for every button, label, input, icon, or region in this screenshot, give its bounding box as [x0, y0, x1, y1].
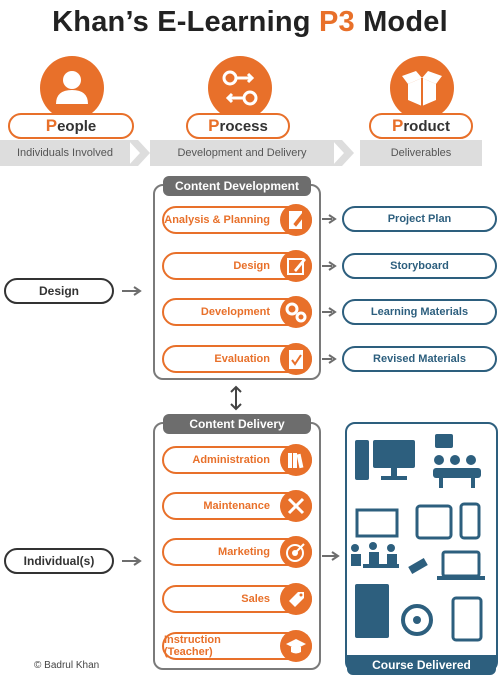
usb-icon: [408, 558, 428, 574]
design-arrow: [122, 286, 142, 296]
tag-icon: [280, 583, 312, 615]
gears-icon: [280, 296, 312, 328]
double-arrow-icon: [230, 385, 242, 411]
band-process: Development and Delivery: [150, 140, 334, 166]
product-circle: [390, 56, 454, 120]
box-icon: [402, 71, 442, 106]
person-icon: [56, 71, 88, 104]
deliverable-learning-materials: Learning Materials: [342, 299, 497, 325]
people-pill: People: [8, 113, 134, 139]
delivery-arrow: [322, 551, 340, 561]
tablet-icon: [415, 504, 453, 540]
process-icon: [222, 70, 258, 106]
page-title: Khan’s E-Learning P3 Model: [0, 6, 500, 39]
target-icon: [280, 536, 312, 568]
tools-icon: [280, 490, 312, 522]
band-individuals: Individuals Involved: [0, 140, 130, 166]
band-arrow-1: [128, 140, 150, 166]
laptop-icon: [437, 550, 485, 580]
process-pill: Process: [186, 113, 290, 139]
books-icon: [280, 444, 312, 476]
deliverable-storyboard: Storyboard: [342, 253, 497, 279]
individuals-arrow: [122, 556, 142, 566]
course-delivered-box: Course Delivered: [345, 422, 498, 675]
title-post: Model: [354, 6, 448, 38]
process-circle: [208, 56, 272, 120]
edit-icon: [280, 250, 312, 282]
document-pencil-icon: [280, 204, 312, 236]
desktop-computer-icon: [355, 440, 415, 480]
title-pre: Khan’s E-Learning: [52, 6, 319, 38]
course-illustrations: [351, 434, 485, 642]
course-delivered-label: Course Delivered: [347, 655, 496, 675]
content-development-header: Content Development: [163, 176, 311, 196]
book-icon: [355, 584, 389, 638]
product-pill: Product: [369, 113, 473, 139]
people-design-pill: Design: [4, 278, 114, 304]
content-delivery-header: Content Delivery: [163, 414, 311, 434]
copyright: © Badrul Khan: [34, 660, 100, 671]
phone-icon: [459, 502, 481, 540]
people-circle: [40, 56, 104, 120]
cd-icon: [401, 604, 433, 636]
dev-to-deliverable-arrows: [322, 214, 337, 364]
graduation-cap-icon: [280, 630, 312, 662]
checklist-icon: [280, 343, 312, 375]
people-individuals-pill: Individual(s): [4, 548, 114, 574]
title-highlight: P3: [318, 6, 355, 38]
classroom-icon: [351, 508, 399, 568]
meeting-icon: [433, 434, 481, 488]
band-arrow-2: [332, 140, 354, 166]
ereader-icon: [451, 596, 483, 642]
band-deliverables: Deliverables: [360, 140, 482, 166]
deliverable-revised-materials: Revised Materials: [342, 346, 497, 372]
deliverable-project-plan: Project Plan: [342, 206, 497, 232]
